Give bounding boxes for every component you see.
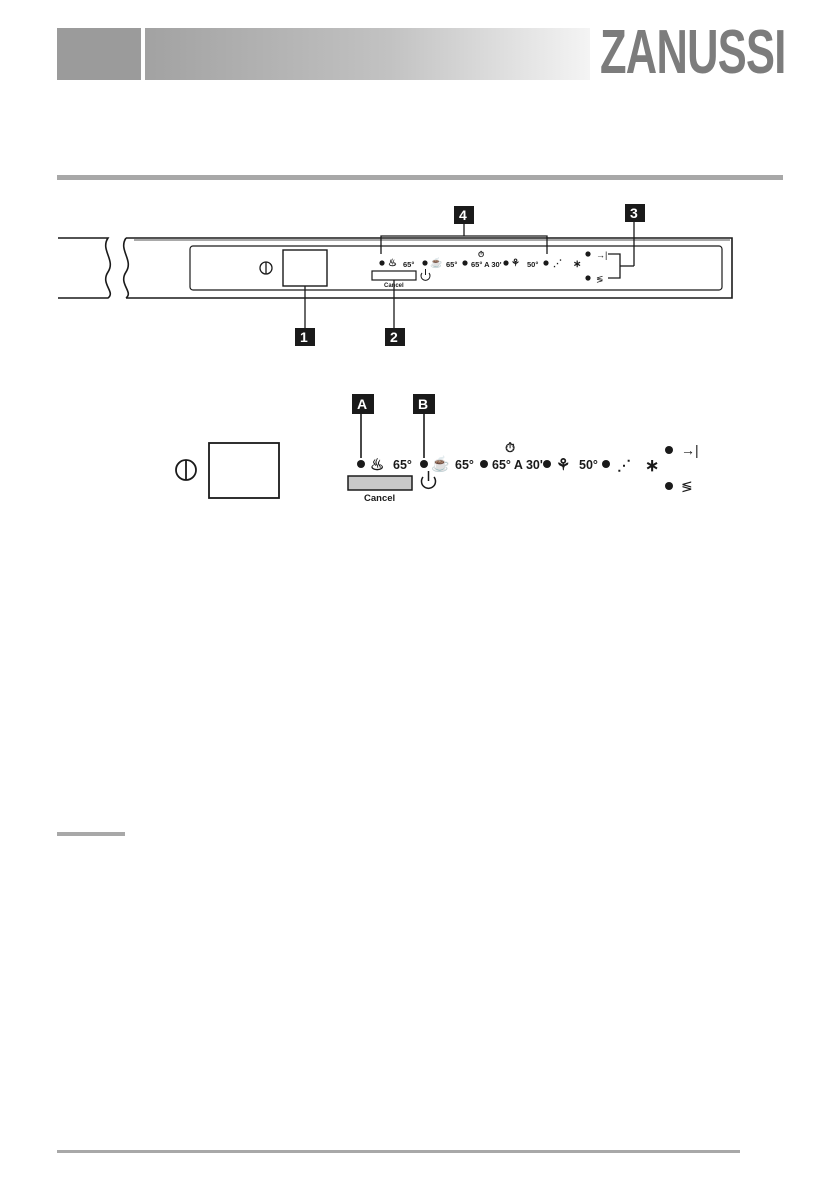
- temp-label: 65°: [446, 260, 457, 269]
- svg-text:A: A: [357, 396, 367, 412]
- panel-strip: [58, 237, 733, 299]
- cancel-button-overview[interactable]: [371, 270, 417, 281]
- svg-text:1: 1: [300, 329, 308, 345]
- programme-row: ♨ 65° ☕ 65° 65° A 30' ⏱ ⚘ 50° ⋰ ∗: [379, 249, 581, 270]
- normal-icon: ☕: [430, 256, 442, 269]
- delay-start-icon: →|: [681, 442, 699, 458]
- callout-4: 4: [454, 206, 474, 224]
- standby-icon: [420, 269, 431, 281]
- option-indicators: →| ≶: [585, 250, 607, 284]
- cancel-label: Cancel: [364, 493, 395, 504]
- temp-label: 65°: [393, 458, 412, 472]
- temp-label: 50°: [579, 458, 598, 472]
- star-icon: ∗: [645, 456, 659, 475]
- svg-text:4: 4: [459, 207, 467, 223]
- indicator-led: [422, 260, 428, 266]
- normal-icon: ☕: [431, 454, 450, 473]
- brand-logo: ZANUSSI: [600, 18, 786, 87]
- indicator-led: [665, 446, 673, 454]
- rinse-icon: ⋰: [553, 258, 562, 268]
- indicator-led: [480, 460, 488, 468]
- indicator-led: [503, 260, 509, 266]
- intensive-icon: ♨: [370, 457, 384, 474]
- control-panel-overview: ♨ 65° ☕ 65° 65° A 30' ⏱ ⚘ 50° ⋰ ∗ Cancel…: [58, 204, 733, 346]
- svg-text:2: 2: [390, 329, 398, 345]
- page-rule-bottom: [57, 1150, 740, 1153]
- indicator-led: [462, 260, 468, 266]
- callout-3: 3: [625, 204, 645, 222]
- temp-label: 65°: [403, 260, 414, 269]
- cancel-button-detail[interactable]: [347, 475, 413, 491]
- salt-icon: ≶: [596, 274, 604, 284]
- indicator-led: [420, 460, 428, 468]
- star-icon: ∗: [573, 259, 581, 270]
- indicator-led: [585, 251, 591, 257]
- option-indicators-detail: →| ≶: [665, 442, 699, 494]
- callout-leaders: [304, 222, 635, 328]
- glass-icon: ⚘: [556, 457, 570, 474]
- control-panel-detail: A B ♨ 65° ☕ 65° 65° A 30' ⏱ ⚘ 50° ⋰ ∗ Ca…: [175, 394, 699, 504]
- indicator-led: [543, 260, 549, 266]
- header-bar-left: [57, 28, 141, 80]
- header-bar-gradient: [145, 28, 590, 80]
- callout-b: B: [413, 394, 435, 414]
- indicator-led: [665, 482, 673, 490]
- temp-label: 50°: [527, 260, 538, 269]
- temp-label: 65°: [455, 458, 474, 472]
- indicator-led: [543, 460, 551, 468]
- display-window: [282, 249, 328, 287]
- quick-wash-icon: ⏱: [505, 440, 515, 455]
- indicator-led: [585, 275, 591, 281]
- indicator-led: [602, 460, 610, 468]
- svg-text:3: 3: [630, 205, 638, 221]
- svg-text:B: B: [418, 396, 428, 412]
- standby-icon: [420, 471, 437, 490]
- power-icon: [175, 459, 197, 481]
- quick-wash-icon: ⏱: [478, 249, 484, 259]
- indicator-led: [379, 260, 385, 266]
- section-rule-small: [57, 832, 125, 836]
- salt-icon: ≶: [681, 478, 693, 494]
- section-rule-top: [57, 175, 783, 180]
- callout-1: 1: [295, 328, 315, 346]
- indicator-led: [357, 460, 365, 468]
- display-window: [208, 442, 280, 499]
- delay-start-icon: →|: [596, 250, 607, 260]
- rinse-icon: ⋰: [617, 457, 631, 473]
- temp-label: 65° A 30': [471, 260, 502, 269]
- temp-label: 65° A 30': [492, 458, 543, 472]
- callout-a: A: [352, 394, 374, 414]
- callout-2: 2: [385, 328, 405, 346]
- programme-row-detail: ♨ 65° ☕ 65° 65° A 30' ⏱ ⚘ 50° ⋰ ∗: [357, 440, 659, 475]
- power-icon: [259, 261, 273, 275]
- callout-leaders-detail: [360, 414, 425, 458]
- intensive-icon: ♨: [388, 258, 397, 269]
- glass-icon: ⚘: [511, 258, 520, 269]
